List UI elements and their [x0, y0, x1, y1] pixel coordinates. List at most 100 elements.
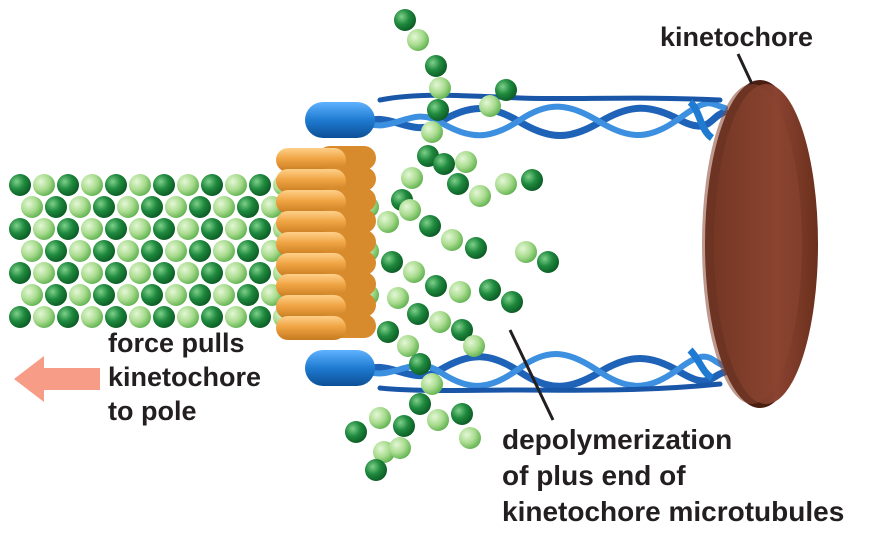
tubulin-subunit	[57, 174, 79, 196]
tubulin-subunit	[93, 196, 115, 218]
free-tubulin-subunit	[479, 95, 501, 117]
tubulin-subunit	[33, 306, 55, 328]
tubulin-subunit	[33, 218, 55, 240]
tubulin-subunit	[225, 262, 247, 284]
free-tubulin-subunit	[409, 393, 431, 415]
tubulin-subunit	[57, 262, 79, 284]
free-tubulin-subunit	[425, 55, 447, 77]
free-tubulin-subunit	[449, 281, 471, 303]
tubulin-subunit	[81, 306, 103, 328]
tubulin-subunit	[153, 218, 175, 240]
depolymerization-label: depolymerization of plus end of kinetoch…	[502, 422, 844, 530]
tubulin-subunit	[237, 284, 259, 306]
tubulin-subunit	[153, 306, 175, 328]
tubulin-subunit	[165, 284, 187, 306]
tubulin-subunit	[129, 174, 151, 196]
kinetochore-disc-icon	[702, 80, 818, 408]
fibril-cap-top	[305, 102, 375, 138]
free-tubulin-subunit	[495, 173, 517, 195]
tubulin-subunit	[201, 262, 223, 284]
tubulin-subunit	[45, 284, 67, 306]
ring-segment	[276, 190, 346, 214]
tubulin-subunit	[9, 262, 31, 284]
free-tubulin-subunit	[465, 237, 487, 259]
tubulin-subunit	[69, 284, 91, 306]
tubulin-subunit	[117, 196, 139, 218]
free-tubulin-subunit	[407, 303, 429, 325]
fibril-top-b	[357, 100, 728, 139]
free-tubulin-subunit	[429, 311, 451, 333]
ring-segment	[276, 232, 346, 256]
free-tubulin-subunit	[451, 403, 473, 425]
free-tubulin-subunit	[515, 241, 537, 263]
fibril-cap-bottom	[305, 350, 375, 386]
tubulin-subunit	[177, 262, 199, 284]
tubulin-subunit	[177, 306, 199, 328]
free-tubulin-subunit	[425, 275, 447, 297]
tubulin-subunit	[213, 196, 235, 218]
free-tubulin-subunit	[495, 79, 517, 101]
ring-segment	[276, 295, 346, 319]
tubulin-subunit	[141, 240, 163, 262]
tubulin-subunit	[249, 306, 271, 328]
tubulin-subunit	[117, 284, 139, 306]
tubulin-subunit	[177, 218, 199, 240]
free-tubulin-subunit	[451, 319, 473, 341]
free-tubulin-subunit	[421, 373, 443, 395]
tubulin-subunit	[189, 240, 211, 262]
free-tubulin-subunit	[459, 427, 481, 449]
tubulin-subunit	[57, 306, 79, 328]
tubulin-subunit	[105, 306, 127, 328]
free-tubulin-subunit	[463, 335, 485, 357]
tubulin-subunit	[9, 218, 31, 240]
tubulin-subunit	[153, 174, 175, 196]
tubulin-subunit	[237, 240, 259, 262]
tubulin-subunit	[189, 196, 211, 218]
free-tubulin-subunit	[409, 353, 431, 375]
tubulin-subunit	[93, 284, 115, 306]
tubulin-subunit	[141, 284, 163, 306]
fibril-bottom-a	[356, 353, 729, 390]
free-tubulin-subunit	[427, 409, 449, 431]
free-tubulin-subunit	[455, 151, 477, 173]
kinetochore-label: kinetochore	[660, 22, 814, 52]
tubulin-subunit	[105, 174, 127, 196]
fibril-bottom-tail	[687, 347, 715, 381]
tubulin-subunit	[177, 174, 199, 196]
tubulin-subunit	[249, 262, 271, 284]
tubulin-subunit	[237, 196, 259, 218]
free-tubulin-subunit	[401, 167, 423, 189]
tubulin-subunit	[141, 196, 163, 218]
tubulin-subunit	[105, 218, 127, 240]
free-tubulin-subunit	[419, 215, 441, 237]
tubulin-subunit	[165, 240, 187, 262]
free-tubulin-subunit	[441, 229, 463, 251]
tubulin-subunit	[117, 240, 139, 262]
tubulin-subunit	[9, 306, 31, 328]
tubulin-subunit	[201, 174, 223, 196]
tubulin-subunit	[249, 218, 271, 240]
free-tubulin-subunit	[394, 9, 416, 31]
free-tubulin-subunit	[399, 199, 421, 221]
tubulin-subunit	[45, 240, 67, 262]
free-tubulin-subunits	[345, 9, 559, 481]
free-tubulin-subunit	[377, 321, 399, 343]
tubulin-subunit	[153, 262, 175, 284]
force-label-line-2: kinetochore	[108, 362, 262, 392]
tubulin-subunit	[81, 262, 103, 284]
tubulin-subunit	[225, 174, 247, 196]
free-tubulin-subunit	[377, 211, 399, 233]
free-tubulin-subunit	[403, 261, 425, 283]
tubulin-subunit	[93, 240, 115, 262]
tubulin-subunit	[189, 284, 211, 306]
force-label-line-3: to pole	[108, 396, 197, 426]
depolymerization-label-line-1: depolymerization	[502, 424, 733, 455]
tubulin-subunit	[249, 174, 271, 196]
tubulin-subunit	[81, 218, 103, 240]
ring-segment	[276, 253, 346, 277]
free-tubulin-subunit	[345, 421, 367, 443]
free-tubulin-subunit	[537, 251, 559, 273]
free-tubulin-subunit	[365, 459, 387, 481]
tubulin-subunit	[225, 306, 247, 328]
